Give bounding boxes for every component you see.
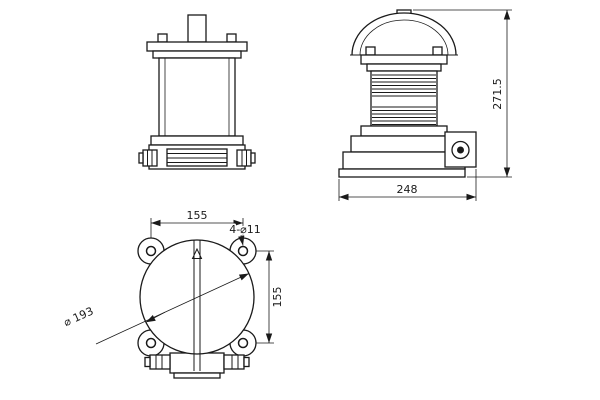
overall-width-label: 248: [397, 183, 418, 196]
hole-pitch-x-label: 155: [187, 209, 208, 222]
top-plate: [146, 41, 248, 52]
mounting-hole: [237, 337, 249, 349]
junction-box: [169, 352, 225, 374]
flange-diameter-label: ⌀ 193: [62, 305, 96, 330]
top-flange: [360, 54, 448, 65]
lower-flange: [150, 135, 244, 146]
cable-gland-right: [236, 149, 252, 167]
fresnel-lens: [370, 70, 438, 127]
dome-inner-line: [359, 19, 449, 56]
diameter-line: [95, 273, 250, 345]
hole-pitch-y-label: 155: [271, 287, 284, 308]
top-stem: [187, 14, 207, 43]
dome: [351, 12, 457, 56]
orientation-marker: [191, 247, 203, 259]
plan-gland-right: [223, 354, 245, 370]
lens-ribs: [372, 74, 436, 125]
bottom-plate: [338, 168, 466, 178]
cable-gland-left: [142, 149, 158, 167]
diameter-arrow-lower: [145, 311, 166, 323]
height-dimension: 271.5: [413, 9, 512, 178]
junction-box-foot: [173, 372, 221, 379]
bolt-left: [157, 33, 168, 43]
leader-line: [238, 234, 245, 246]
base-upper: [350, 135, 458, 153]
side-view: [338, 9, 477, 178]
side-switch-dot: [457, 146, 464, 154]
hole-pitch-vertical-dimension: 155: [256, 250, 286, 344]
mounting-hole: [237, 245, 249, 257]
lamp-body: [158, 57, 236, 137]
dome-bolt-right: [432, 46, 443, 56]
plan-gland-left: [149, 354, 171, 370]
mounting-holes-label: 4-⌀11: [229, 223, 261, 236]
holes-callout: 4-⌀11: [228, 222, 262, 246]
overall-height-label: 271.5: [491, 78, 504, 110]
hole-pitch-horizontal-dimension: 155: [150, 208, 244, 238]
mounting-hole: [145, 245, 157, 257]
front-view: [138, 14, 256, 170]
neck-ring: [366, 63, 442, 72]
bolt-right: [226, 33, 237, 43]
dome-bolt-left: [365, 46, 376, 56]
upper-flange: [152, 50, 242, 59]
plan-view: [137, 237, 257, 379]
lens-lower-flange: [360, 125, 448, 137]
mounting-hole: [145, 337, 157, 349]
width-dimension: 248: [338, 169, 477, 201]
